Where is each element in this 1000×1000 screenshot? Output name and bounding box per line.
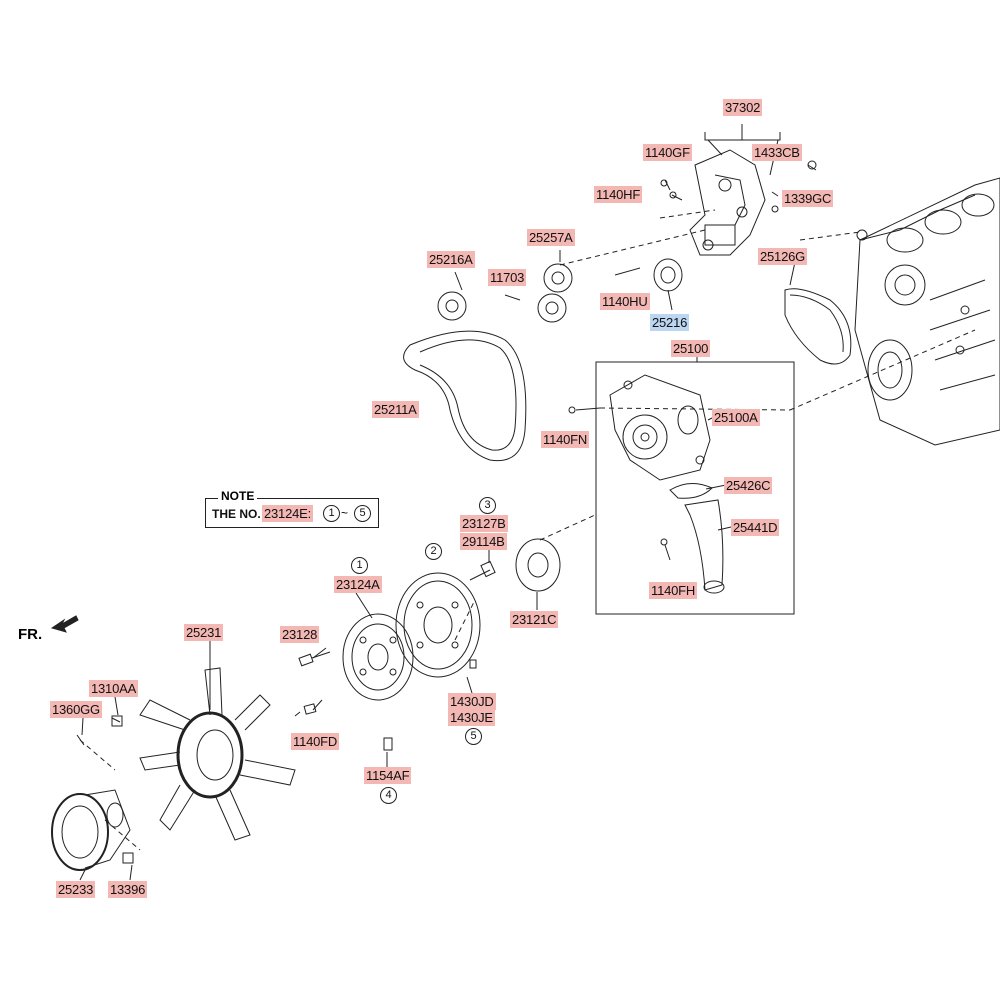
callout-4: 4 [380,787,397,804]
pulley-25257a [543,263,573,293]
part-label-23121c[interactable]: 23121C [510,611,559,628]
part-label-25216[interactable]: 25216 [650,314,690,331]
front-arrow-icon [50,615,79,633]
part-label-13396[interactable]: 13396 [108,881,148,898]
gasket-25426c [669,483,713,499]
engine-block [854,177,1000,446]
gasket-25126g [784,288,852,365]
pulley-25216a [437,291,467,321]
part-label-23128[interactable]: 23128 [280,626,320,643]
part-label-25100a[interactable]: 25100A [712,409,760,426]
part-label-25216a[interactable]: 25216A [427,251,475,268]
front-marker-label: FR. [18,626,43,643]
part-label-25100[interactable]: 25100 [671,340,711,357]
part-label-1433cb[interactable]: 1433CB [752,144,802,161]
part-label-1140gf[interactable]: 1140GF [643,144,692,161]
bracket-37302 [689,149,766,256]
water-pump-25100a [609,374,711,481]
part-label-1140hf[interactable]: 1140HF [594,186,643,203]
note-range-end: 5 [354,505,371,522]
part-label-25231[interactable]: 25231 [184,624,224,641]
callout-1: 1 [351,557,368,574]
part-label-25126g[interactable]: 25126G [758,248,808,265]
callout-3: 3 [479,497,496,514]
note-ref-part[interactable]: 23124E: [262,505,314,522]
part-label-1140fh[interactable]: 1140FH [649,582,698,599]
belt-25211a [403,330,527,462]
idler-pulley-25216 [653,258,683,292]
part-label-1310aa[interactable]: 1310AA [89,680,139,697]
part-label-25426c[interactable]: 25426C [724,477,773,494]
fan-25231 [139,667,296,841]
part-label-11703[interactable]: 11703 [488,269,527,286]
fan-clutch-25233 [51,789,131,871]
part-label-1140hu[interactable]: 1140HU [600,293,650,310]
part-label-25441d[interactable]: 25441D [731,519,780,536]
pipe-25441d [684,499,724,591]
part-label-1339gc[interactable]: 1339GC [782,190,834,207]
part-label-1430jd[interactable]: 1430JD [448,693,496,710]
note-range-start: 1 [323,505,340,522]
damper-23124a [342,613,414,701]
part-label-25211a[interactable]: 25211A [372,401,419,418]
part-label-23127b[interactable]: 23127B [460,515,508,532]
note-range-sep: ~ [341,506,349,520]
part-label-1360gg[interactable]: 1360GG [50,701,102,718]
part-label-29114b[interactable]: 29114B [460,533,507,550]
pulley-23124e [395,572,481,678]
water-pump-box [595,361,795,615]
part-label-25257a[interactable]: 25257A [527,229,575,246]
part-label-37302[interactable]: 37302 [723,99,763,116]
part-label-1154af[interactable]: 1154AF [364,767,412,784]
part-label-1140fd[interactable]: 1140FD [291,733,340,750]
note-title: NOTE [218,489,258,503]
part-label-25233[interactable]: 25233 [56,881,96,898]
part-label-23124a[interactable]: 23124A [334,576,382,593]
callout-2: 2 [425,543,442,560]
callout-5: 5 [465,728,482,745]
hub-23121c [515,538,561,592]
note-text: THE NO. [212,507,261,521]
part-label-1430je[interactable]: 1430JE [448,709,495,726]
part-label-1140fn[interactable]: 1140FN [541,431,590,448]
